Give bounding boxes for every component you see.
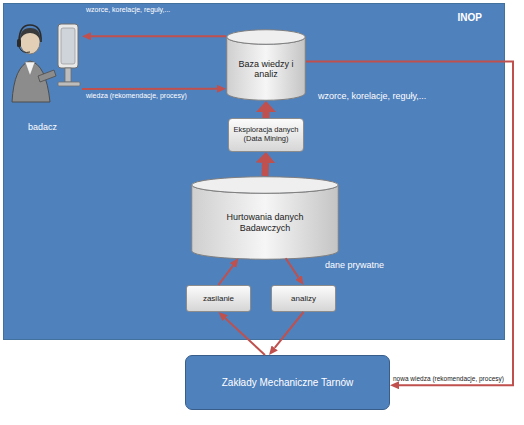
- cylinder-top: [192, 177, 339, 194]
- cylinder-body: [192, 185, 339, 259]
- node-label: Baza wiedzy i analiz: [235, 59, 297, 80]
- annotation-label: dane prywatne: [325, 260, 384, 270]
- node-label: badacz: [28, 122, 57, 132]
- cylinder-body: [227, 37, 306, 100]
- edge-label: wzorce, korelacje, reguły,...: [318, 91, 426, 101]
- node-label: Eksploracja danych (Data Mining): [230, 126, 302, 143]
- edge-label: nowa wiedza (rekomendacje, procesy): [393, 375, 504, 382]
- node-label: Zakłady Mechaniczne Tarnów: [222, 377, 354, 389]
- researcher-illustration: [8, 6, 88, 106]
- database-cylinder: Hurtowania danych Badawczych: [191, 176, 339, 260]
- edge-label: wiedza (rekomendacje, procesy): [86, 92, 187, 99]
- edge-label: wzorce, korelacje, reguły,...: [86, 6, 170, 13]
- process-box: analizy: [271, 285, 336, 312]
- process-box: zasilanie: [186, 285, 251, 312]
- database-cylinder: Baza wiedzy i analiz: [226, 29, 306, 101]
- cylinder-top: [227, 30, 306, 45]
- node-label: analizy: [291, 294, 316, 303]
- process-box: Eksploracja danych (Data Mining): [228, 118, 304, 152]
- node-label: zasilanie: [203, 294, 234, 303]
- organization-box: Zakłady Mechaniczne Tarnów: [185, 355, 390, 410]
- node-label: INOP: [458, 12, 482, 24]
- node-label: Hurtowania danych Badawczych: [217, 212, 313, 233]
